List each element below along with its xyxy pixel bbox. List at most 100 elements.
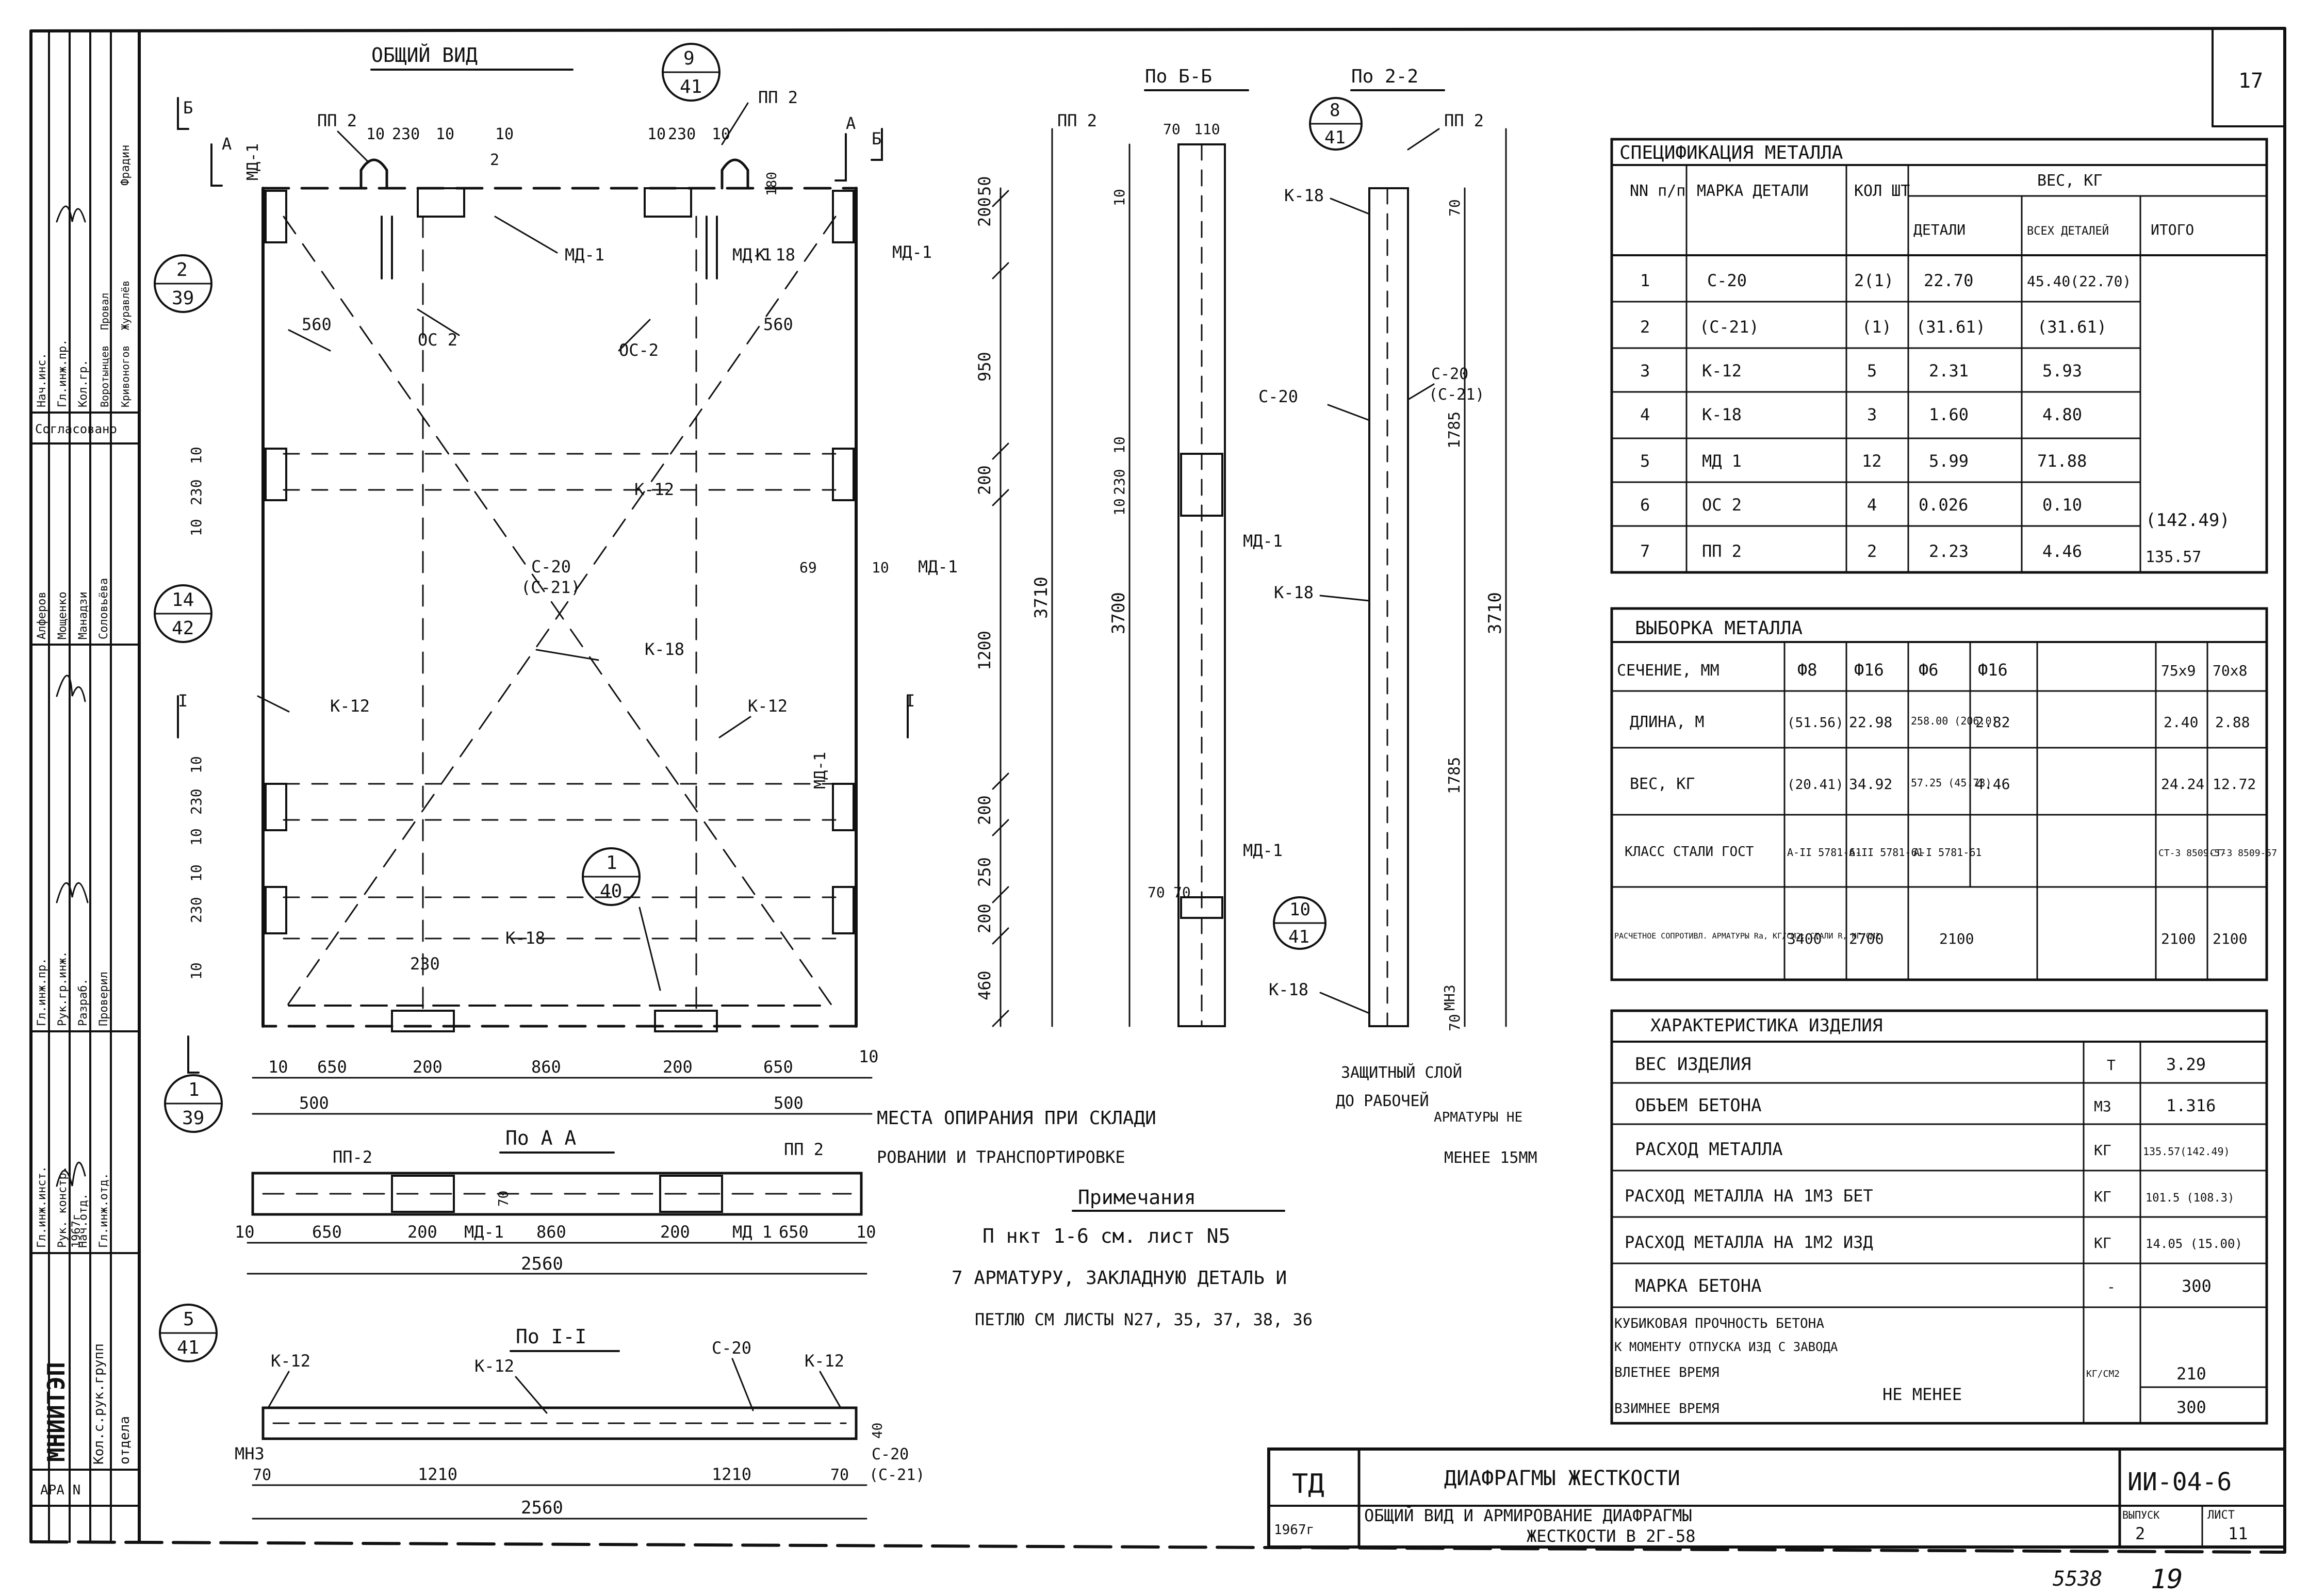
strip-row-15: Гл.инж.пр. xyxy=(56,339,69,407)
notes-line-1: П нкт 1-6 см. лист N5 xyxy=(982,1225,1230,1247)
spec-row: 6 ОС 2 4 0.026 0.10 xyxy=(1640,495,2082,515)
tb-code: ТД xyxy=(1292,1469,1324,1500)
svg-text:М3: М3 xyxy=(2094,1098,2111,1115)
aa-dim-860: 860 xyxy=(536,1222,566,1242)
metal-title: ВЫБОРКА МЕТАЛЛА xyxy=(1635,618,1803,639)
char-row: МАРКА БЕТОНА - 300 xyxy=(1635,1276,2212,1296)
char-row: ВЕС ИЗДЕЛИЯ Т 3.29 xyxy=(1635,1054,2206,1075)
label-md1: МД-1 xyxy=(732,245,772,265)
svg-text:5: 5 xyxy=(1867,361,1877,381)
dim-left-2: 230 xyxy=(188,479,205,505)
svg-text:2.40: 2.40 xyxy=(2164,714,2198,731)
dim-right-total: 3710 xyxy=(1031,577,1052,619)
svg-text:2.23: 2.23 xyxy=(1929,541,1969,561)
svg-text:41: 41 xyxy=(1288,927,1309,947)
tb-title-3: ЖЕСТКОСТИ В 2Г-58 xyxy=(1527,1526,1696,1546)
22-label-k18: К-18 xyxy=(1274,583,1314,602)
char-row: ОБЪЕМ БЕТОНА М3 1.316 xyxy=(1635,1095,2216,1116)
char-row: РАСХОД МЕТАЛЛА КГ 135.57(142.49) xyxy=(1635,1139,2230,1160)
dim-bottom-7: 10 xyxy=(859,1047,879,1066)
aa-label-md1: МД 1 xyxy=(732,1222,772,1242)
dim-top-8: 10 xyxy=(495,125,514,143)
22-dim-3710: 3710 xyxy=(1485,592,1505,634)
aa-label-pp2: ПП-2 xyxy=(333,1147,372,1167)
metal-row: РАСЧЕТНОЕ СОПРОТИВЛ. АРМАТУРЫ Ra, КГ/СМ2… xyxy=(1614,930,2247,947)
spec-row: 1 С-20 2(1) 22.70 45.40(22.70) xyxy=(1640,271,2131,290)
section-bb: По Б-Б ПП 2 МД-1 МД-1 70 110 10 10 230 1… xyxy=(1057,66,1283,1027)
svg-text:22.70: 22.70 xyxy=(1924,271,1973,290)
section-11: По I-I 5 41 К-12 К-12 С-20 К-12 МН3 С-20… xyxy=(159,1304,925,1520)
label-md1: МД-1 xyxy=(892,242,932,262)
11-label-k12: К-12 xyxy=(271,1351,310,1371)
svg-text:4.46: 4.46 xyxy=(2042,541,2082,561)
svg-text:71.88: 71.88 xyxy=(2037,451,2087,471)
bb-dim-70b: 70 xyxy=(1148,884,1165,901)
tb-issue-label: ВЫПУСК xyxy=(2122,1509,2159,1521)
strip-row-18: Журавлёв xyxy=(119,281,132,330)
dim-bottom-2: 650 xyxy=(317,1057,347,1077)
dim-right-4: 200 xyxy=(975,465,994,495)
22-dim-1785b: 1785 xyxy=(1446,757,1464,794)
char-row: РАСХОД МЕТАЛЛА НА 1М3 БЕТ КГ 101.5 (108.… xyxy=(1625,1186,2234,1206)
svg-text:5: 5 xyxy=(1640,451,1650,471)
22-label-mn3: МН3 xyxy=(1441,984,1458,1011)
svg-text:4: 4 xyxy=(1640,405,1650,424)
svg-text:РАСХОД МЕТАЛЛА: РАСХОД МЕТАЛЛА xyxy=(1635,1139,1783,1160)
dim-top-11: 180 xyxy=(764,172,780,196)
section-mark-b: Б xyxy=(183,98,193,118)
signature xyxy=(56,205,86,223)
svg-text:А-II 5781-61: А-II 5781-61 xyxy=(1787,846,1862,859)
dim-right-8: 200 xyxy=(975,903,994,933)
svg-text:3: 3 xyxy=(1640,361,1650,381)
dim-top-3: 10 xyxy=(436,125,454,143)
spec-h-weight: ВЕС, КГ xyxy=(2037,172,2102,190)
svg-text:4.80: 4.80 xyxy=(2042,405,2082,424)
svg-text:41: 41 xyxy=(177,1337,199,1358)
strength-unit: КГ/СМ2 xyxy=(2086,1369,2120,1379)
svg-text:14: 14 xyxy=(172,589,194,611)
svg-text:К-12: К-12 xyxy=(1702,361,1742,381)
svg-text:ВЕС, КГ: ВЕС, КГ xyxy=(1630,775,1695,793)
label-k12: К-12 xyxy=(634,480,674,499)
callout-10-41: 10 41 xyxy=(1273,896,1327,950)
label-pp2: ПП 2 xyxy=(758,88,798,107)
dim-top-9: 560 xyxy=(302,315,332,334)
spec-h-nn: NN п/п xyxy=(1630,182,1685,200)
svg-text:12.72: 12.72 xyxy=(2213,776,2256,793)
spec-h-total: ИТОГО xyxy=(2151,221,2194,238)
callout-9-41: 9 41 xyxy=(662,43,720,102)
sheet-frame xyxy=(29,27,2286,1554)
11-label-c20: С-20 xyxy=(872,1445,909,1463)
svg-text:5: 5 xyxy=(183,1309,194,1330)
strength-winter: 300 xyxy=(2176,1397,2206,1417)
tb-year: 1967г xyxy=(1274,1522,1314,1538)
strength-summer: 210 xyxy=(2176,1364,2206,1384)
svg-text:Т: Т xyxy=(2107,1057,2116,1074)
metal-h-2: Ф16 xyxy=(1854,660,1884,680)
strip-row-5: Гл.инж.пр. xyxy=(36,958,48,1026)
11-label-k12: К-12 xyxy=(474,1356,514,1376)
aa-dim-10b: 10 xyxy=(856,1222,876,1242)
label-md1: МД-1 xyxy=(918,557,958,577)
dim-left-9: 10 xyxy=(188,962,205,980)
dim-bottom-9: 500 xyxy=(774,1093,804,1113)
bb-dim-10c: 10 xyxy=(1111,498,1128,516)
metal-h-4: Ф16 xyxy=(1978,660,2008,680)
22-dim-1785: 1785 xyxy=(1446,412,1464,449)
section-aa-title: По А А xyxy=(505,1127,576,1149)
label-k18: К 18 xyxy=(756,245,795,265)
svg-text:45.40(22.70): 45.40(22.70) xyxy=(2027,273,2131,290)
signature xyxy=(56,882,89,903)
section-bb-title: По Б-Б xyxy=(1145,66,1212,87)
protect-note-1: ЗАЩИТНЫЙ СЛОЙ xyxy=(1341,1063,1462,1082)
11-label-c20: С-20 xyxy=(712,1338,751,1358)
notes-line-2: 7 АРМАТУРУ, ЗАКЛАДНУЮ ДЕТАЛЬ И xyxy=(952,1268,1287,1289)
svg-text:8: 8 xyxy=(1330,100,1340,121)
char-table: ХАРАКТЕРИСТИКА ИЗДЕЛИЯ ВЕС ИЗДЕЛИЯ Т 3.2… xyxy=(1610,1009,2268,1425)
strip-row-12: Соловьёва xyxy=(97,578,110,639)
22-label-c20: С-20 xyxy=(1431,365,1468,383)
aa-label-pp2: ПП 2 xyxy=(784,1140,824,1159)
11-label-k12: К-12 xyxy=(805,1351,844,1371)
aa-dim-70: 70 xyxy=(496,1191,512,1207)
